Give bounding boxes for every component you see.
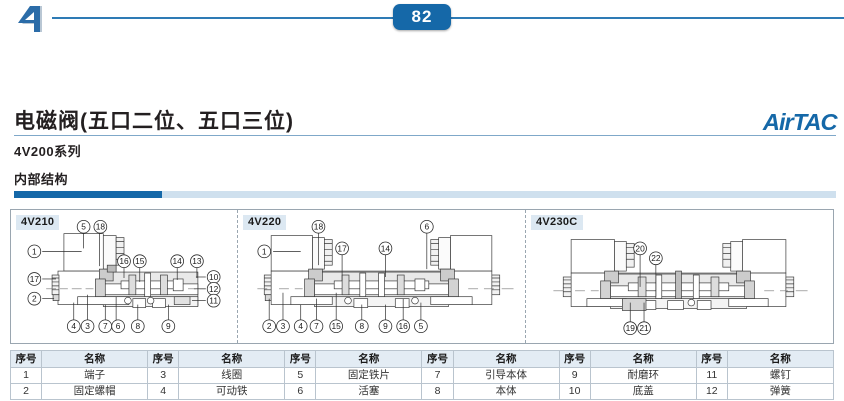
table-header-cell: 序号	[695, 350, 728, 368]
svg-text:15: 15	[135, 256, 145, 266]
table-cell: 12	[695, 383, 728, 400]
airtac-wordmark-logo: AirTAC	[763, 109, 838, 135]
table-cell: 9	[558, 367, 591, 384]
svg-text:14: 14	[381, 243, 391, 253]
panel-tag-4v230c: 4V230C	[531, 215, 583, 230]
table-cell: 7	[421, 367, 454, 384]
svg-text:8: 8	[359, 321, 364, 331]
svg-text:6: 6	[116, 321, 121, 331]
table-cell: 螺钉	[726, 367, 835, 384]
section-accent-bar	[14, 191, 836, 198]
page-header: 82	[0, 0, 844, 42]
table-cell: 1	[9, 367, 43, 384]
svg-text:16: 16	[399, 321, 409, 331]
table-header-row: 序号 名称 序号 名称 序号 名称 序号 名称 序号 名称 序号 名称	[9, 350, 835, 368]
svg-text:8: 8	[135, 321, 140, 331]
table-header-cell: 名称	[589, 350, 697, 368]
table-cell: 2	[9, 383, 43, 400]
valve-cross-section-4v210: 5 18 1 17 2 16 15 14 13 10 12 11 4 3 7 6…	[27, 219, 221, 334]
table-header-cell: 名称	[41, 350, 149, 368]
table-cell: 端子	[41, 367, 149, 384]
svg-text:2: 2	[32, 294, 37, 304]
title-block: 电磁阀(五口二位、五口三位) AirTAC 4V200系列 内部结构	[0, 105, 844, 198]
svg-text:5: 5	[419, 321, 424, 331]
table-cell: 5	[284, 367, 317, 384]
table-header-cell: 序号	[147, 350, 180, 368]
valve-cross-section-4v220: 18 6 1 17 14 2 3 4 7 15 8 9 16 5	[257, 219, 514, 334]
table-cell: 弹簧	[726, 383, 835, 400]
section-title: 内部结构	[14, 172, 69, 187]
page-title: 电磁阀(五口二位、五口三位)	[14, 110, 294, 133]
svg-text:1: 1	[32, 246, 37, 256]
panel-tag-4v210: 4V210	[16, 215, 60, 230]
svg-text:1: 1	[262, 246, 267, 256]
diagram-panel-group: 4V210	[10, 209, 834, 344]
svg-text:19: 19	[626, 323, 636, 333]
table-header-cell: 序号	[558, 350, 591, 368]
svg-text:4: 4	[71, 321, 76, 331]
table-cell: 8	[421, 383, 454, 400]
title-row: 电磁阀(五口二位、五口三位) AirTAC	[0, 105, 844, 135]
table-cell: 耐磨环	[589, 367, 697, 384]
diagram-panel-4v210: 4V210	[11, 210, 237, 343]
table-header-cell: 名称	[178, 350, 286, 368]
table-cell: 4	[147, 383, 180, 400]
panel-tag-4v220: 4V220	[243, 215, 287, 230]
svg-text:17: 17	[337, 243, 347, 253]
parts-list-table: 序号 名称 序号 名称 序号 名称 序号 名称 序号 名称 序号 名称 1 端子…	[9, 350, 835, 400]
table-header-cell: 名称	[726, 350, 835, 368]
table-cell: 11	[695, 367, 728, 384]
svg-text:16: 16	[119, 256, 129, 266]
diagram-panel-4v220: 4V220	[237, 210, 525, 343]
table-header-cell: 序号	[421, 350, 454, 368]
svg-text:2: 2	[267, 321, 272, 331]
svg-text:21: 21	[639, 323, 649, 333]
diagram-panel-4v230c: 4V230C	[525, 210, 833, 343]
table-header-cell: 序号	[9, 350, 43, 368]
title-underline	[14, 135, 836, 136]
svg-text:20: 20	[635, 243, 645, 253]
table-cell: 活塞	[315, 383, 423, 400]
table-header-cell: 序号	[284, 350, 317, 368]
svg-text:15: 15	[332, 321, 342, 331]
table-cell: 引导本体	[452, 367, 560, 384]
table-cell: 固定铁片	[315, 367, 423, 384]
table-row: 2 固定螺帽 4 可动铁 6 活塞 8 本体 10 底盖 12 弹簧	[9, 383, 835, 400]
svg-text:3: 3	[85, 321, 90, 331]
table-cell: 固定螺帽	[41, 383, 149, 400]
svg-text:7: 7	[314, 321, 319, 331]
svg-text:9: 9	[166, 321, 171, 331]
valve-cross-section-4v230c: 20 22 19 21	[553, 239, 808, 336]
svg-text:6: 6	[424, 222, 429, 232]
svg-text:3: 3	[281, 321, 286, 331]
table-header-cell: 名称	[315, 350, 423, 368]
svg-text:14: 14	[173, 256, 183, 266]
table-cell: 可动铁	[178, 383, 286, 400]
svg-text:12: 12	[209, 284, 219, 294]
table-cell: 本体	[452, 383, 560, 400]
svg-text:13: 13	[192, 256, 202, 266]
svg-text:17: 17	[30, 274, 40, 284]
table-row: 1 端子 3 线圈 5 固定铁片 7 引导本体 9 耐磨环 11 螺钉	[9, 367, 835, 384]
svg-text:18: 18	[96, 222, 106, 232]
table-cell: 线圈	[178, 367, 286, 384]
svg-text:5: 5	[81, 222, 86, 232]
svg-text:10: 10	[209, 272, 219, 282]
table-header-cell: 名称	[452, 350, 560, 368]
table-cell: 底盖	[589, 383, 697, 400]
table-cell: 3	[147, 367, 180, 384]
airtac-a-mark-icon	[18, 6, 42, 32]
table-cell: 6	[284, 383, 317, 400]
svg-text:18: 18	[314, 222, 324, 232]
table-cell: 10	[558, 383, 591, 400]
svg-text:7: 7	[103, 321, 108, 331]
svg-text:9: 9	[383, 321, 388, 331]
series-label: 4V200系列	[14, 144, 82, 159]
svg-text:4: 4	[298, 321, 303, 331]
svg-text:22: 22	[651, 253, 661, 263]
page-number-badge: 82	[393, 4, 451, 30]
svg-text:11: 11	[209, 296, 218, 306]
